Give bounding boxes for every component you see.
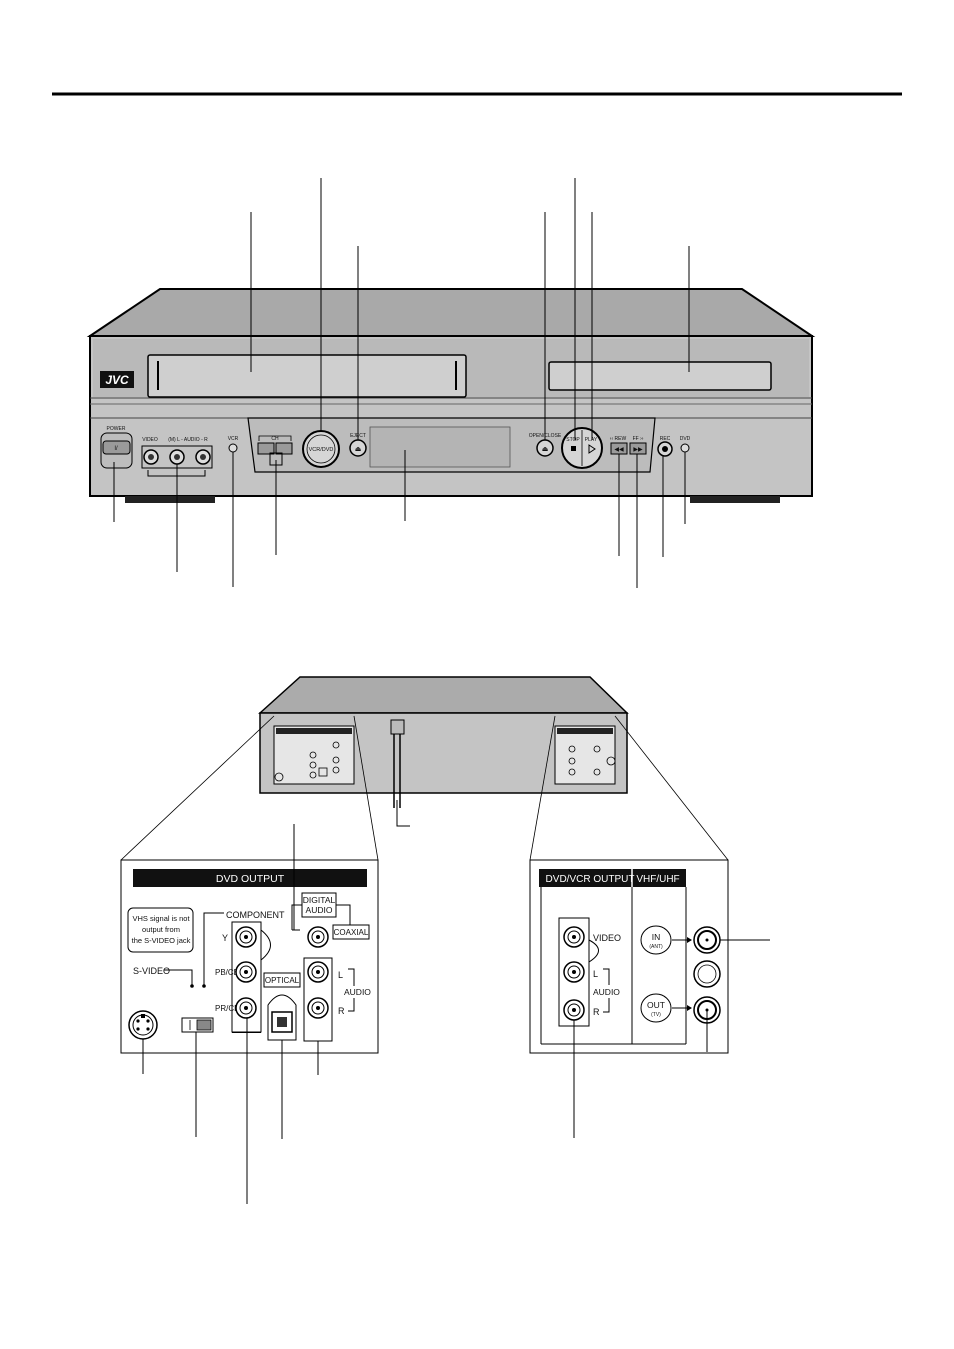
jvc-logo-text: JVC [105, 373, 129, 387]
rear-right-callout-lines [573, 939, 770, 1138]
power-button[interactable] [102, 440, 131, 455]
dvd-vcr-output-header [539, 869, 686, 887]
optical-label: OPTICAL [265, 976, 300, 985]
ant-label: (ANT) [649, 944, 663, 950]
dvd-output-header [133, 869, 367, 887]
disc-tray[interactable] [548, 361, 772, 391]
audio-r-label: R [338, 1006, 345, 1016]
rear-audio-r-label: R [593, 1007, 600, 1017]
front-panel: JVC POWER I/ VIDEO (M) L - AUDIO - R VCR… [86, 288, 816, 503]
rear-audio-label: AUDIO [593, 987, 620, 997]
rear-video-out-jack[interactable] [563, 926, 585, 948]
ff-label: FF ›› [633, 436, 644, 442]
tv-out-badge [640, 993, 672, 1023]
front-video-label: VIDEO [142, 437, 158, 443]
rear-audio-l-out-jack[interactable] [563, 961, 585, 983]
eject-icon: ⏏ [355, 446, 362, 453]
dvd-indicator [680, 443, 690, 453]
rear-left-detail: DVD OUTPUT VHS signal is not output from… [120, 859, 379, 1054]
front-video-jack[interactable] [143, 449, 159, 465]
vhf-uhf-title: VHF/UHF [636, 874, 679, 885]
digital-audio-label-1: DIGITAL [303, 895, 336, 905]
component-pb-label: PB/CB [215, 968, 239, 977]
svideo-jack[interactable] [128, 1010, 158, 1040]
rear-video-label: VIDEO [593, 933, 621, 943]
rear-left-jack-block [273, 725, 355, 785]
component-label: COMPONENT [226, 910, 285, 920]
ant-in-badge [640, 925, 672, 955]
play-icon [588, 444, 596, 454]
tv-out-label: OUT [647, 1000, 665, 1010]
rear-audio-r-out-jack[interactable] [563, 999, 585, 1021]
coaxial-jack[interactable] [307, 926, 329, 948]
vhs-note-line-2: output from [142, 925, 180, 934]
record-icon [662, 446, 668, 452]
power-cord-plug [390, 719, 405, 735]
tv-label: (TV) [651, 1012, 661, 1018]
rear-left-callout-lines [142, 824, 319, 1204]
rear-right-jack-block [554, 725, 616, 785]
power-button-label: I/ [114, 446, 118, 452]
rear-right-detail: DVD/VCR OUTPUT VHF/UHF VIDEO L AUDIO R I… [529, 859, 729, 1054]
front-audio-label: (M) L - AUDIO - R [168, 437, 208, 443]
dvd-vcr-output-title: DVD/VCR OUTPUT [546, 874, 635, 885]
digital-audio-label-2: AUDIO [306, 905, 333, 915]
vcr-dvd-label: VCR/DVD [309, 447, 334, 453]
front-audio-l-jack[interactable] [169, 449, 185, 465]
ch-down-button[interactable] [257, 442, 275, 455]
ch-up-button[interactable] [275, 442, 293, 455]
dvd-indicator-label: DVD [680, 436, 691, 442]
rewind-icon: ◀◀ [614, 447, 624, 453]
ff-button[interactable] [629, 442, 647, 455]
stop-icon [571, 446, 576, 451]
component-y-label: Y [222, 933, 228, 943]
vcr-indicator [228, 443, 238, 453]
power-label: POWER [107, 426, 126, 432]
power-cord [393, 734, 401, 808]
vcr-indicator-label: VCR [228, 436, 239, 442]
rear-view-unit [258, 676, 629, 827]
audio-l-jack[interactable] [307, 961, 329, 983]
stop-label: STOP [566, 437, 580, 443]
audio-r-jack[interactable] [307, 997, 329, 1019]
front-callout-lines [113, 178, 690, 588]
antenna-in-connector[interactable] [693, 926, 721, 954]
fast-forward-icon: ▶▶ [633, 447, 643, 453]
zoom-guide-lines [120, 715, 729, 861]
component-pr-label: PR/CR [215, 1004, 240, 1013]
rear-audio-l-label: L [593, 969, 598, 979]
vhs-note-line-1: VHS signal is not [132, 914, 190, 923]
foot-right [690, 496, 780, 503]
component-pb-jack[interactable] [235, 961, 257, 983]
open-close-icon: ⏏ [542, 446, 549, 453]
ch-label: CH [271, 436, 279, 442]
dvd-output-title: DVD OUTPUT [216, 873, 285, 885]
rec-label: REC [660, 436, 671, 442]
play-label: PLAY [585, 437, 598, 443]
audio-label: AUDIO [344, 987, 371, 997]
vhs-note-line-3: the S-VIDEO jack [132, 936, 191, 945]
svideo-label: S-VIDEO [133, 966, 170, 976]
component-pr-jack[interactable] [235, 997, 257, 1019]
foot-left [125, 496, 215, 503]
vhs-note-box [127, 907, 194, 953]
rew-label: ‹‹ REW [610, 436, 627, 442]
ant-in-label: IN [652, 932, 661, 942]
audio-l-label: L [338, 970, 343, 980]
coaxial-label: COAXIAL [334, 928, 369, 937]
component-y-jack[interactable] [235, 926, 257, 948]
cassette-loading-slot[interactable] [147, 354, 467, 398]
front-audio-r-jack[interactable] [195, 449, 211, 465]
jvc-logo [100, 371, 134, 388]
